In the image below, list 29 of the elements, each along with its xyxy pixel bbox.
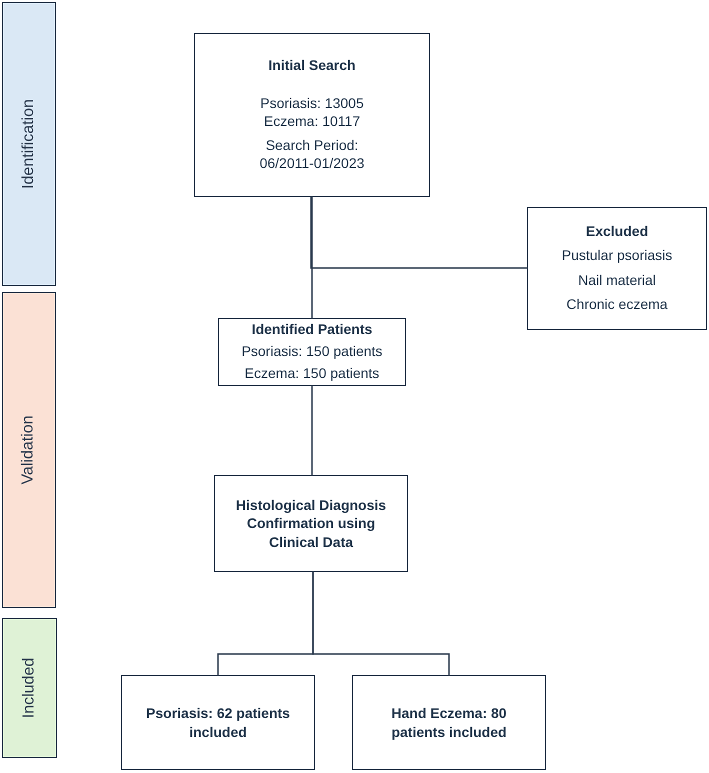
connector-line — [311, 386, 313, 475]
stage-band — [2, 618, 57, 758]
box-text: Nail material — [578, 270, 656, 289]
box-text: Psoriasis: 150 patients — [242, 342, 382, 360]
stage-label: Validation — [20, 415, 38, 485]
stage-band — [2, 292, 56, 608]
process-box — [527, 207, 707, 330]
box-text: Search Period: 06/2011-01/2023 — [258, 136, 366, 172]
process-box — [352, 675, 546, 770]
process-box — [214, 475, 408, 572]
process-box — [218, 318, 406, 386]
box-heading: Initial Search — [268, 56, 356, 74]
box-text: Chronic eczema — [566, 294, 668, 313]
stage-label: Identification — [20, 99, 38, 189]
process-box — [194, 33, 430, 197]
stage-label: Included — [20, 658, 38, 718]
connector-line — [310, 197, 527, 269]
connector-line — [311, 197, 313, 318]
box-text: Histological Diagnosis Confirmation using Clinical Data — [234, 496, 388, 551]
box-heading: Identified Patients — [252, 320, 372, 338]
box-text: Pustular psoriasis — [562, 246, 672, 264]
process-box — [121, 675, 315, 770]
stage-band — [2, 2, 56, 286]
box-text: Eczema: 150 patients — [244, 364, 380, 382]
box-text: Hand Eczema: 80 patients included — [390, 704, 508, 741]
connector-line — [312, 572, 450, 675]
box-text: Psoriasis: 62 patients included — [145, 704, 291, 741]
box-heading: Excluded — [586, 222, 648, 240]
box-text: Psoriasis: 13005 Eczema: 10117 — [259, 94, 365, 130]
